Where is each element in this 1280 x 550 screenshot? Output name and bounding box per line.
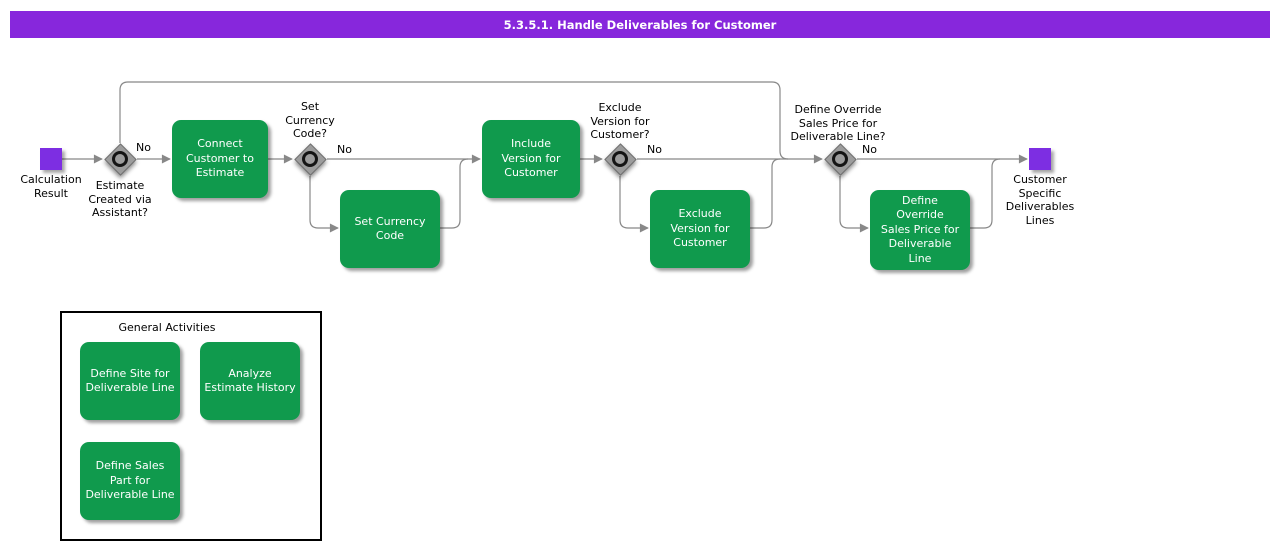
general-activities-title: General Activities — [118, 321, 216, 334]
gateway-circle-icon — [612, 151, 628, 167]
gateway-estimate-created-no-label: No — [136, 141, 151, 154]
end-event-label: Customer Specific Deliverables Lines — [1005, 173, 1075, 227]
activity-label: Include Version for Customer — [501, 137, 561, 180]
gateway-exclude-version-no-label: No — [647, 143, 662, 156]
activity-label: Exclude Version for Customer — [670, 207, 730, 250]
connector-defineoverride-merge — [970, 158, 1001, 229]
activity-define-site-for-deliverable-line[interactable]: Define Site for Deliverable Line — [80, 342, 180, 420]
gateway-circle-icon — [832, 151, 848, 167]
page-title: 5.3.5.1. Handle Deliverables for Custome… — [503, 17, 777, 32]
activity-include-version-for-customer[interactable]: Include Version for Customer — [482, 120, 580, 198]
connector-gw3-yes — [619, 176, 649, 233]
activity-exclude-version-for-customer[interactable]: Exclude Version for Customer — [650, 190, 750, 268]
activity-define-sales-part-for-deliverable-line[interactable]: Define Sales Part for Deliverable Line — [80, 442, 180, 520]
gateway-circle-icon — [302, 151, 318, 167]
activity-label: Define Override Sales Price for Delivera… — [880, 193, 960, 265]
gateway-exclude-version-question: Exclude Version for Customer? — [590, 101, 650, 141]
connector-gw1-yes-loop — [119, 81, 789, 160]
activity-label: Set Currency Code — [354, 214, 426, 243]
gateway-estimate-created-question: Estimate Created via Assistant? — [88, 179, 152, 219]
gateway-define-override-no-label: No — [862, 143, 877, 156]
gateway-estimate-created — [104, 143, 137, 176]
gateway-set-currency-code — [294, 143, 327, 176]
gateway-set-currency-question: Set Currency Code? — [285, 100, 335, 140]
activity-label: Analyze Estimate History — [204, 366, 296, 395]
connector-gw4-yes — [839, 176, 869, 233]
connector-setcurrency-merge — [440, 158, 469, 229]
start-event-square — [40, 148, 62, 170]
activity-analyze-estimate-history[interactable]: Analyze Estimate History — [200, 342, 300, 420]
gateway-circle-icon — [112, 151, 128, 167]
title-bar: 5.3.5.1. Handle Deliverables for Custome… — [10, 11, 1270, 38]
activity-connect-customer-to-estimate[interactable]: Connect Customer to Estimate — [172, 120, 268, 198]
end-event-square — [1029, 148, 1051, 170]
activity-set-currency-code[interactable]: Set Currency Code — [340, 190, 440, 268]
activity-label: Define Sales Part for Deliverable Line — [85, 459, 175, 502]
activity-label: Define Site for Deliverable Line — [85, 366, 175, 395]
gateway-exclude-version — [604, 143, 637, 176]
start-event-label: Calculation Result — [20, 173, 82, 200]
general-activities-frame: General Activities Define Site for Deliv… — [60, 311, 322, 541]
gateway-define-override-question: Define Override Sales Price for Delivera… — [790, 103, 886, 143]
activity-define-override-sales-price[interactable]: Define Override Sales Price for Delivera… — [870, 190, 970, 270]
connector-exclude-merge — [750, 158, 781, 229]
activity-label: Connect Customer to Estimate — [186, 137, 254, 180]
connector-gw2-yes — [309, 176, 339, 233]
gateway-set-currency-no-label: No — [337, 143, 352, 156]
gateway-define-override-price — [824, 143, 857, 176]
